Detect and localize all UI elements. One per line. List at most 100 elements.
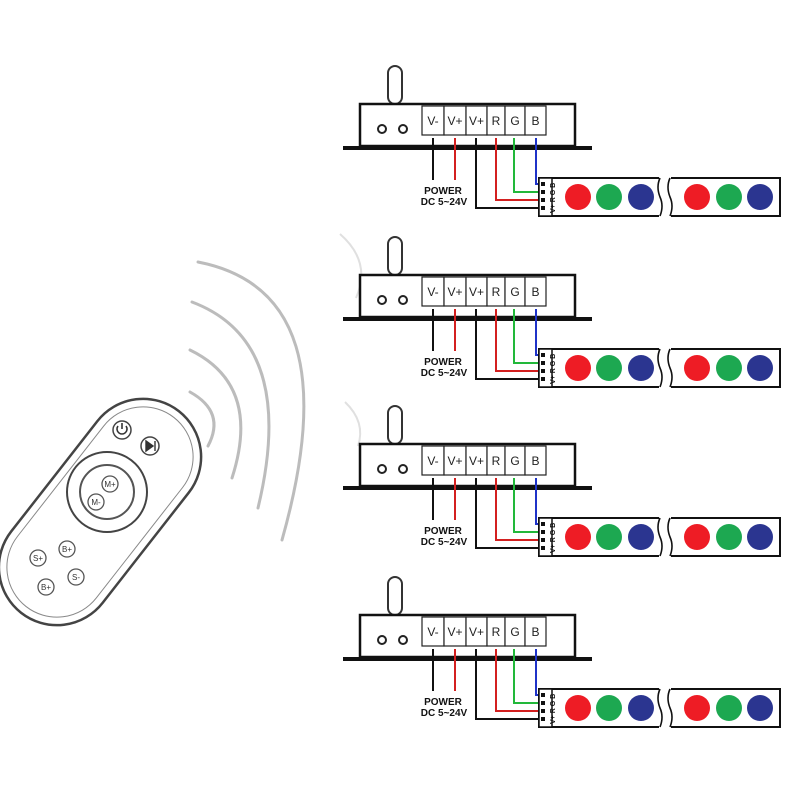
antenna <box>387 576 403 616</box>
power-voltage-label: DC 5~24V <box>421 197 468 208</box>
wire-red <box>495 309 542 372</box>
screw-icon <box>377 295 387 305</box>
terminal-label: V- <box>427 454 438 468</box>
signal-arc-1 <box>188 390 216 448</box>
strip-pin <box>541 206 545 210</box>
screw-icon <box>377 635 387 645</box>
led-blue <box>628 695 654 721</box>
led-red <box>684 355 710 381</box>
wireless-signal <box>188 260 306 542</box>
rgb-led-strip: V+ R G B <box>538 347 781 389</box>
power-voltage-label: DC 5~24V <box>421 537 468 548</box>
screw-icon <box>398 464 408 474</box>
speed-minus-button[interactable] <box>67 568 85 586</box>
mode-plus-button[interactable] <box>101 475 119 493</box>
signal-arc-3 <box>190 300 271 510</box>
screw-icon <box>398 295 408 305</box>
terminal-label: G <box>510 114 519 128</box>
wire-green <box>513 138 542 193</box>
touch-ring-outer[interactable] <box>66 451 148 533</box>
remote-body <box>0 397 203 627</box>
strip-pin <box>541 709 545 713</box>
screw-icon <box>398 124 408 134</box>
cut-mark-left <box>657 517 663 557</box>
strip-pin <box>541 361 545 365</box>
led-green <box>596 355 622 381</box>
signal-arc-4 <box>196 260 306 542</box>
brightness-plus-button[interactable] <box>58 540 76 558</box>
speed-minus-label: S- <box>72 573 80 582</box>
power-label: POWER <box>424 526 463 537</box>
led-red <box>684 184 710 210</box>
power-label: POWER <box>424 697 463 708</box>
power-label: POWER <box>424 186 463 197</box>
terminal-label: B <box>531 625 539 639</box>
wire-red <box>495 649 542 712</box>
strip-pin <box>541 538 545 542</box>
terminal-label: G <box>510 625 519 639</box>
led-red <box>565 355 591 381</box>
led-green <box>716 695 742 721</box>
strip-pin-labels: V+ R G B <box>550 694 557 724</box>
cut-mark-right <box>667 348 673 388</box>
terminal-label: R <box>492 114 501 128</box>
power-button[interactable] <box>112 420 132 440</box>
power-icon <box>116 425 128 435</box>
wire-green <box>513 478 542 533</box>
speed-plus-button[interactable] <box>29 549 47 567</box>
screw-icon <box>377 464 387 474</box>
wire-red <box>495 138 542 201</box>
screw-icon <box>377 124 387 134</box>
led-green <box>596 695 622 721</box>
rf-touch-remote <box>0 397 203 627</box>
terminal-label: R <box>492 625 501 639</box>
power-voltage-label: DC 5~24V <box>421 368 468 379</box>
terminal-label: B <box>531 285 539 299</box>
wire-red <box>495 478 542 541</box>
brightness-plus-button-2[interactable] <box>37 578 55 596</box>
led-green <box>596 184 622 210</box>
led-red <box>565 695 591 721</box>
wire-v-plus-strip <box>475 138 542 209</box>
signal-faint-arcs <box>339 233 363 447</box>
led-green <box>596 524 622 550</box>
strip-pin-labels: V+ R G B <box>550 523 557 553</box>
strip-pin <box>541 693 545 697</box>
strip-pin <box>541 182 545 186</box>
led-blue <box>628 355 654 381</box>
mode-plus-label: M+ <box>104 480 116 489</box>
terminal-label: G <box>510 285 519 299</box>
wire-green <box>513 309 542 364</box>
terminal-label: V+ <box>447 625 462 639</box>
strip-pin <box>541 546 545 550</box>
strip-pin <box>541 377 545 381</box>
led-blue <box>747 695 773 721</box>
led-blue <box>628 184 654 210</box>
terminal-label: V- <box>427 625 438 639</box>
cut-mark-left <box>657 177 663 217</box>
antenna <box>387 236 403 276</box>
terminal-label: V+ <box>447 454 462 468</box>
terminal-label: V+ <box>447 285 462 299</box>
terminal-label: V- <box>427 114 438 128</box>
antenna <box>387 405 403 445</box>
play-pause-icon <box>145 439 156 453</box>
mode-minus-button[interactable] <box>87 493 105 511</box>
terminal-label: G <box>510 454 519 468</box>
led-red <box>565 184 591 210</box>
led-blue <box>747 355 773 381</box>
brightness-plus-label-2: B+ <box>41 583 51 592</box>
touch-ring-inner <box>79 464 135 520</box>
remote-inner-outline <box>6 406 194 618</box>
strip-pin <box>541 353 545 357</box>
strip-pin-labels: V+ R G B <box>550 354 557 384</box>
rgb-led-strip: V+ R G B <box>538 176 781 218</box>
terminal-label: V+ <box>469 625 484 639</box>
